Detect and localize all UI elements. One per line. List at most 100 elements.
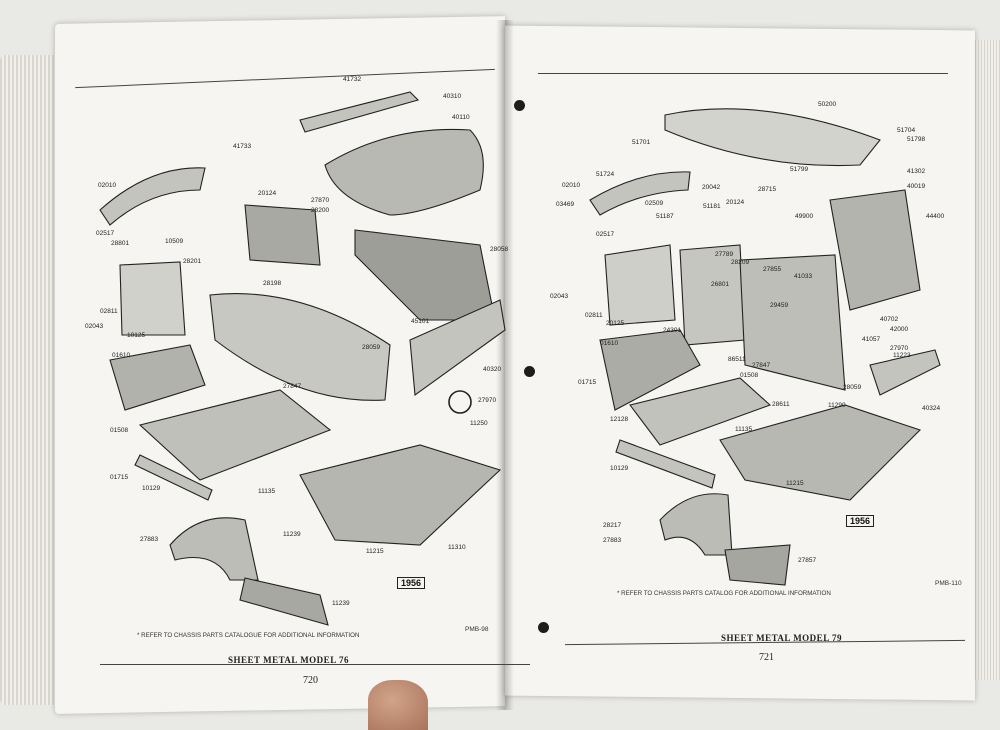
right-cowl-panel: [599, 329, 701, 411]
binder-hole-bottom: [538, 622, 549, 633]
callout-label: 01715: [578, 379, 597, 386]
callout-label: 50200: [818, 101, 837, 108]
left-door-panel: [244, 204, 321, 266]
callout-label: 40320: [483, 366, 502, 373]
callout-label: 51799: [790, 166, 809, 173]
callout-label: 27970: [478, 397, 497, 404]
callout-label: 02509: [645, 200, 664, 207]
callout-label: 27789: [715, 251, 734, 258]
year-badge-right: 1956: [846, 515, 875, 527]
callout-label: 27847: [283, 383, 302, 390]
callout-label: 02811: [585, 312, 603, 319]
callout-label: 51798: [907, 136, 926, 143]
callout-label: 51187: [656, 213, 674, 220]
callout-label: 11239: [332, 600, 350, 607]
right-tailgate-trim: [869, 349, 941, 396]
callout-label: 27857: [798, 557, 817, 564]
right-quarter-panel: [739, 254, 846, 391]
callout-label: 11223: [893, 352, 911, 359]
callout-label: 28198: [263, 280, 282, 287]
callout-label: 11135: [735, 426, 753, 433]
callout-label: 28217: [603, 522, 622, 529]
callout-label: 12128: [610, 416, 629, 423]
right-page-code: PMB-110: [935, 580, 962, 587]
callout-label: 11310: [448, 544, 466, 551]
callout-label: 29459: [770, 302, 789, 309]
callout-label: 10125: [127, 332, 146, 339]
callout-label: 28715: [758, 186, 777, 193]
callout-label: 49900: [795, 213, 814, 220]
callout-label: 45101: [411, 318, 430, 325]
callout-label: 10129: [610, 465, 629, 472]
right-rear-floor-pan: [719, 404, 922, 501]
callout-label: 41732: [343, 76, 362, 83]
callout-label: 42000: [890, 326, 909, 333]
callout-label: 01508: [740, 372, 759, 379]
callout-label: 11250: [470, 420, 488, 427]
left-wheelhouse: [169, 517, 259, 581]
callout-label: 02517: [96, 230, 115, 237]
callout-label: 10509: [165, 238, 184, 245]
left-rear-corner-panel: [239, 577, 329, 626]
left-page-caption: SHEET METAL MODEL 76: [228, 655, 349, 665]
callout-label: 28801: [111, 240, 130, 247]
left-footnote: * REFER TO CHASSIS PARTS CATALOGUE FOR A…: [137, 632, 360, 639]
callout-label: 02010: [98, 182, 117, 189]
right-wheelhouse: [659, 493, 733, 556]
callout-label: 10129: [142, 485, 161, 492]
left-bottom-rule: [100, 664, 530, 665]
callout-label: 27855: [763, 266, 782, 273]
callout-label: 20042: [702, 184, 721, 191]
callout-label: 28059: [362, 344, 381, 351]
callout-label: 41302: [907, 168, 926, 175]
right-top-rule: [538, 73, 948, 74]
callout-label: 01610: [112, 352, 131, 359]
callout-label: 41733: [233, 143, 252, 150]
binder-hole-middle: [524, 366, 535, 377]
left-page-number: 720: [303, 675, 318, 686]
callout-label: 27883: [603, 537, 622, 544]
callout-label: 11135: [258, 488, 276, 495]
callout-label: 86511: [728, 356, 746, 363]
year-badge-left: 1956: [397, 577, 426, 589]
callout-label: 02517: [596, 231, 615, 238]
left-rear-floor-pan: [299, 444, 502, 546]
book-gutter: [496, 20, 514, 710]
left-page-code: PMB-98: [465, 626, 489, 633]
callout-label: 28611: [772, 401, 790, 408]
left-front-floor-pan: [138, 389, 332, 481]
holding-thumb: [368, 680, 428, 730]
right-liftgate: [829, 189, 921, 311]
callout-label: 02043: [550, 293, 569, 300]
binder-hole-top: [514, 100, 525, 111]
book-page-stack-right: [970, 40, 1000, 680]
left-front-fender: [119, 261, 186, 336]
callout-label: 20124: [258, 190, 277, 197]
right-front-floor-pan: [629, 377, 772, 446]
callout-label: 27847: [752, 362, 771, 369]
callout-label: 27970: [890, 345, 909, 352]
callout-label: 28059: [843, 384, 862, 391]
left-wheel-trim-ring: [448, 390, 472, 414]
callout-label: 51181: [703, 203, 721, 210]
left-rear-body-section: [354, 229, 496, 321]
callout-label: 28201: [183, 258, 202, 265]
callout-label: 11215: [366, 548, 384, 555]
callout-label: 11215: [786, 480, 804, 487]
callout-label: 44400: [926, 213, 945, 220]
callout-label: 40324: [922, 405, 941, 412]
callout-label: 02043: [85, 323, 104, 330]
callout-label: 28209: [731, 259, 750, 266]
right-windshield-frame: [589, 171, 691, 216]
book-page-stack-left: [0, 55, 60, 705]
left-windshield-frame: [99, 167, 206, 226]
callout-label: 01508: [110, 427, 129, 434]
callout-label: 26801: [711, 281, 730, 288]
callout-label: 27870: [311, 197, 330, 204]
callout-label: 41033: [794, 273, 813, 280]
right-front-door: [604, 244, 676, 326]
callout-label: 41057: [862, 336, 881, 343]
callout-label: 20125: [606, 320, 625, 327]
callout-label: 51701: [632, 139, 651, 146]
